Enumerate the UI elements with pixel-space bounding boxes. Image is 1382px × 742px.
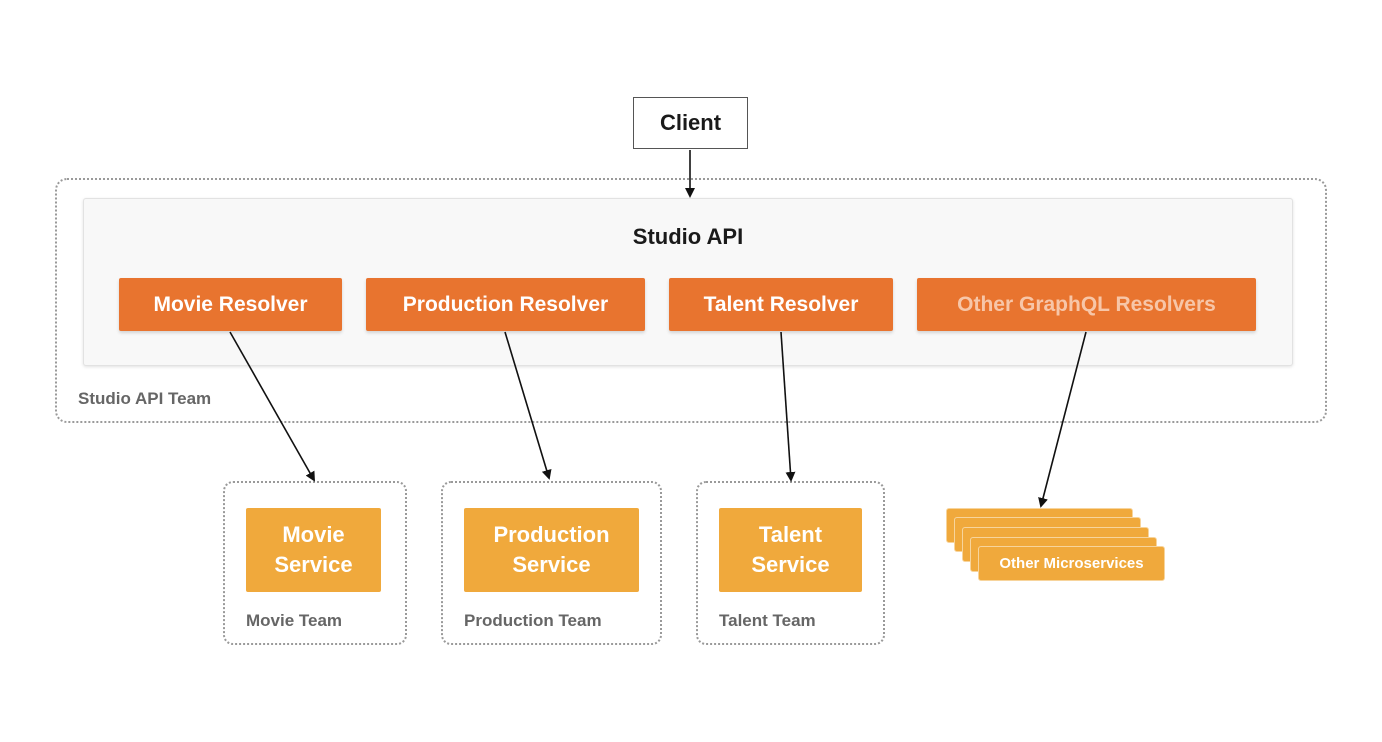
studio-api-title: Studio API [632,224,744,249]
studio-api-team-label: Studio API Team [78,389,212,408]
talent-team-label: Talent Team [719,611,816,630]
movie-team-boundary [223,481,407,645]
talent-service-line2: Service [751,552,830,577]
talent-resolver: Talent Resolver [669,278,893,331]
talent-service-line1: Talent [758,522,823,547]
talent-team-boundary [696,481,885,645]
production-team-boundary [441,481,662,645]
production-service-line2: Service [512,552,591,577]
production-resolver: Production Resolver [366,278,645,331]
movie-service-line1: Movie [282,522,345,547]
other-graphql-resolvers: Other GraphQL Resolvers [917,278,1256,331]
movie-service-line2: Service [274,552,353,577]
production-service-line1: Production [493,522,610,547]
movie-team-label: Movie Team [246,611,343,630]
other-microservices: Other Microservices [978,546,1165,581]
production-team-label: Production Team [464,611,602,630]
studio-api-team-boundary [55,178,1327,423]
client-node: Client [633,97,748,149]
movie-resolver: Movie Resolver [119,278,342,331]
